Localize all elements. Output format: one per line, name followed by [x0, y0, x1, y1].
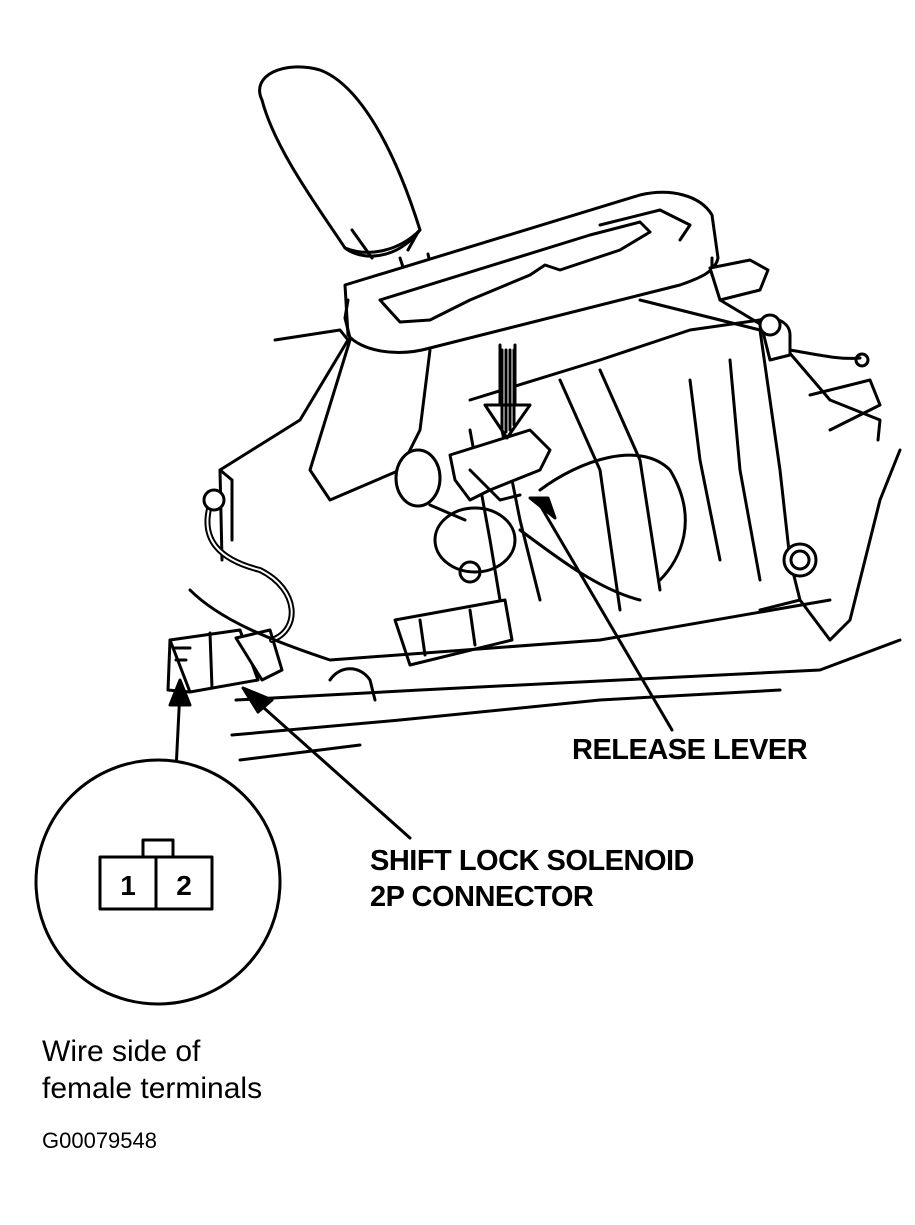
- connector-latch: [141, 838, 175, 860]
- terminal-cavity-2: [154, 855, 214, 911]
- solenoid-callout-line-1: SHIFT LOCK SOLENOID: [370, 845, 695, 877]
- terminal-number-2: 2: [176, 870, 192, 901]
- detail-caption-line-2: female terminals: [42, 1072, 263, 1105]
- terminal-detail-view: 1 2: [34, 758, 282, 1006]
- release-lever-callout: RELEASE LEVER: [572, 734, 808, 766]
- shift-lock-solenoid-connector: [166, 488, 295, 694]
- terminal-number-1: 1: [120, 870, 136, 901]
- solenoid-callout-line-2: 2P CONNECTOR: [370, 881, 594, 913]
- shift-gate-cover: [343, 190, 720, 354]
- detail-caption-line-1: Wire side of: [42, 1035, 201, 1068]
- push-down-arrow: [483, 343, 532, 440]
- base-frame: [188, 588, 902, 762]
- figure-id: G00079548: [42, 1128, 157, 1153]
- shift-knob: [258, 65, 422, 260]
- release-lever-mechanism: [394, 428, 687, 602]
- shifter-housing: [218, 258, 902, 642]
- solenoid-leader: [253, 698, 412, 840]
- leader-lines: [168, 496, 674, 840]
- lower-connector: [393, 598, 514, 667]
- release-lever-leader: [538, 503, 674, 732]
